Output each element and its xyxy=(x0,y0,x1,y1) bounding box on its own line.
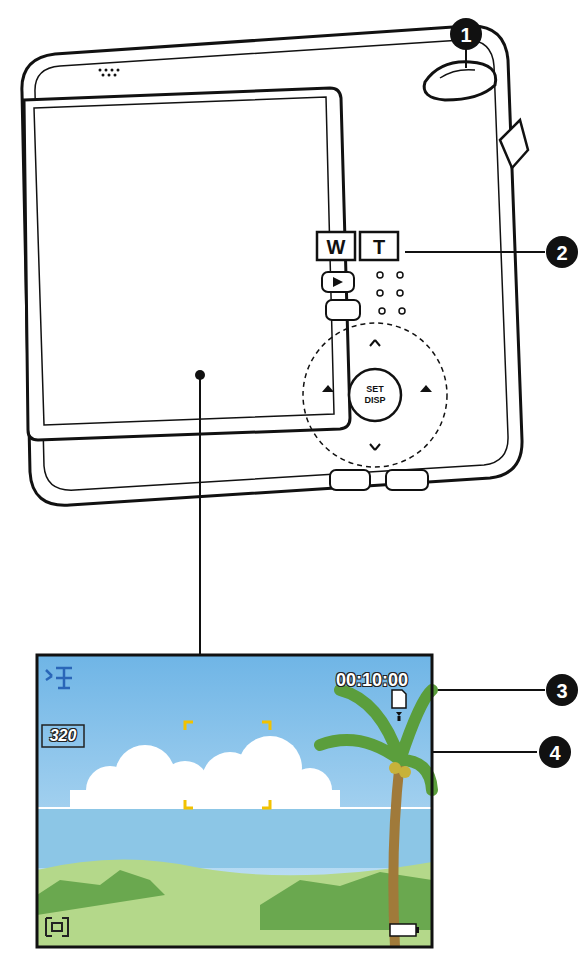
screen-scene xyxy=(37,655,432,947)
callout-circle xyxy=(546,236,578,268)
battery-icon xyxy=(390,924,419,936)
movie-mode-icon xyxy=(46,668,72,688)
leader-line xyxy=(432,689,545,691)
function-button xyxy=(330,470,370,490)
callout-circle xyxy=(539,736,571,768)
button-label: SET xyxy=(366,385,384,394)
resolution-frame xyxy=(42,725,84,747)
button-label: DISP xyxy=(364,396,385,405)
callout-number: 2 xyxy=(556,243,567,263)
playback-button xyxy=(322,272,354,292)
focus-brackets xyxy=(185,722,270,808)
button-label: W xyxy=(327,237,346,257)
recording-time: 00:10:00 xyxy=(336,671,408,689)
mode-dial xyxy=(500,120,528,168)
indicator-dots xyxy=(377,272,405,314)
camera-body xyxy=(22,26,522,505)
leader-line xyxy=(199,375,201,655)
lcd-frame xyxy=(24,88,350,440)
metering-icon xyxy=(46,918,68,936)
resolution-label: 320 xyxy=(50,728,77,744)
speaker-grille xyxy=(99,69,120,77)
control-ring xyxy=(303,323,447,467)
zoom-w-button xyxy=(317,232,355,260)
button-label: T xyxy=(373,237,385,257)
lcd-screen xyxy=(34,97,334,425)
delete-button xyxy=(386,470,428,490)
callout-number: 4 xyxy=(549,743,560,763)
zoom-t-button xyxy=(360,232,398,260)
set-disp-button xyxy=(349,369,401,421)
callout-number: 3 xyxy=(556,681,567,701)
menu-button xyxy=(326,300,360,320)
shutter-button xyxy=(424,62,496,100)
callout-circle xyxy=(546,674,578,706)
memory-card-icon xyxy=(392,690,406,721)
leader-line xyxy=(465,48,467,68)
callout-circle xyxy=(450,18,482,50)
callout-number: 1 xyxy=(460,25,471,45)
leader-line xyxy=(405,251,545,253)
